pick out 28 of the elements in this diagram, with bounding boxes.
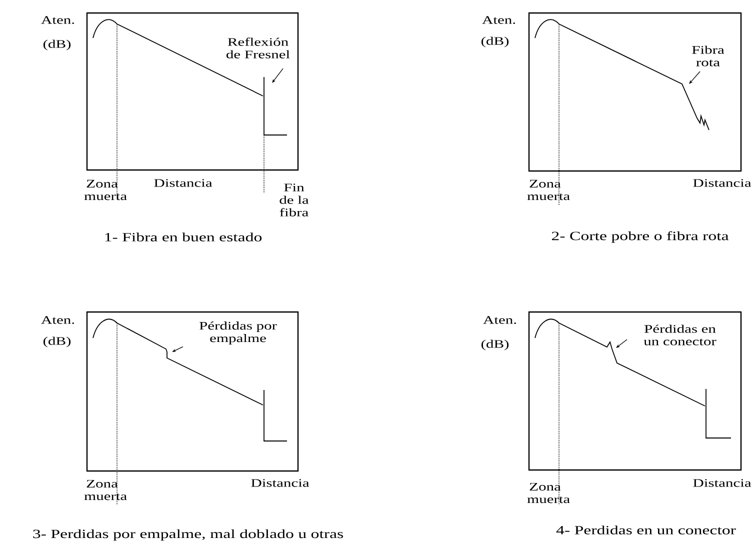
- callout-text: Pérdidas por empalme: [199, 322, 277, 344]
- panel-caption: 2- Corte pobre o fibra rota: [552, 231, 729, 243]
- arrow: [616, 339, 628, 348]
- callout-text: Reflexión de Fresnel: [226, 38, 290, 58]
- axis-label: Zona muerta: [527, 180, 570, 200]
- panel-caption: 4- Perdidas en un conector: [556, 526, 736, 534]
- arrow: [272, 68, 284, 83]
- axis-label: (dB): [481, 36, 509, 48]
- callout-text: Pérdidas en un conector: [644, 324, 716, 346]
- axis-label: (dB): [43, 336, 71, 348]
- axis-label: Fin de la fibra: [280, 184, 309, 216]
- axis-label: (dB): [481, 340, 509, 350]
- panel-caption: 1- Fibra en buen estado: [105, 232, 262, 242]
- axis-label: Aten.: [41, 316, 74, 324]
- axis-label: Zona muerta: [527, 482, 570, 504]
- axis-label: Zona muerta: [84, 480, 127, 500]
- axis-label: Distancia: [154, 179, 212, 187]
- arrow: [689, 71, 700, 84]
- axis-label: Distancia: [251, 479, 310, 487]
- panel-caption: 3- Perdidas por empalme, mal doblado u otras: [33, 529, 343, 541]
- axis-label: Distancia: [693, 479, 752, 487]
- axis-label: (dB): [43, 40, 71, 50]
- callout-text: Fibra rota: [692, 46, 724, 66]
- axis-label: Aten.: [482, 16, 515, 24]
- axis-label: Zona muerta: [84, 180, 127, 200]
- axis-label: Aten.: [41, 16, 74, 24]
- axis-label: Aten.: [483, 316, 516, 324]
- axis-label: Distancia: [693, 179, 752, 187]
